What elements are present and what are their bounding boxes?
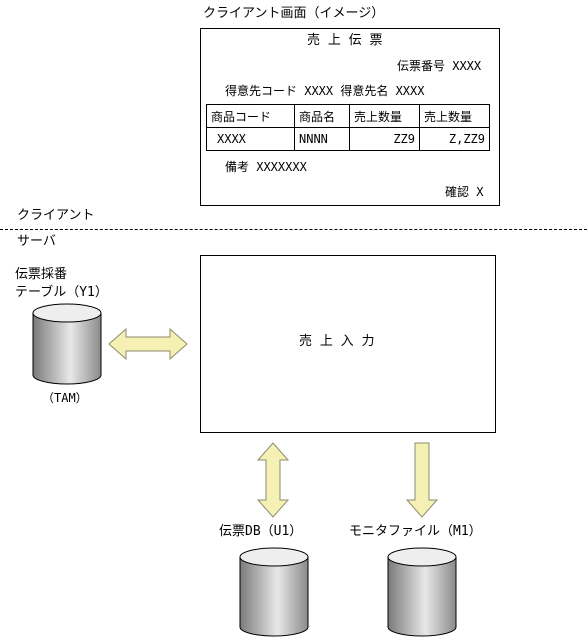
process-label: 売 上 入 力: [299, 334, 375, 349]
slip-db-exchange-arrow-icon: [256, 442, 290, 518]
sales-table-row: XXXX NNNN ZZ9 Z,ZZ9: [206, 127, 490, 151]
header-product-code: 商品コード: [206, 104, 295, 128]
numbering-table-label-line2: テーブル（Y1）: [15, 285, 108, 300]
confirm: 確認 X: [445, 185, 484, 199]
sales-table: 商品コード 商品名 売上数量 売上数量 XXXX NNNN ZZ9 Z,ZZ9: [206, 104, 490, 151]
client-server-divider: [0, 229, 587, 230]
header-sales-qty-2: 売上数量: [419, 104, 490, 128]
monitor-file-label: モニタファイル（M1）: [349, 524, 482, 539]
cell-product-name: NNNN: [294, 127, 350, 151]
numbering-exchange-arrow-icon: [108, 327, 188, 361]
client-screen-frame: 売 上 伝 票 伝票番号 XXXX 得意先コード XXXX 得意先名 XXXX …: [200, 28, 500, 206]
sales-table-header-row: 商品コード 商品名 売上数量 売上数量: [206, 104, 490, 128]
numbering-table-label-line1: 伝票採番: [15, 267, 68, 282]
customer-line: 得意先コード XXXX 得意先名 XXXX: [225, 84, 425, 98]
monitor-output-arrow-icon: [405, 442, 439, 518]
remarks: 備考 XXXXXXX: [225, 160, 307, 174]
slip-title: 売 上 伝 票: [307, 33, 383, 48]
cell-product-code: XXXX: [206, 127, 295, 151]
monitor-file-cylinder-icon: [387, 547, 457, 637]
slip-number: 伝票番号 XXXX: [397, 59, 482, 73]
server-label: サーバ: [17, 234, 56, 249]
header-sales-qty-1: 売上数量: [349, 104, 420, 128]
numbering-table-cylinder-icon: [32, 303, 102, 385]
client-screen-caption: クライアント画面（イメージ）: [203, 6, 385, 21]
numbering-table-sublabel: （TAM）: [42, 391, 88, 405]
slip-db-label: 伝票DB（U1）: [219, 524, 303, 539]
slip-db-cylinder-icon: [239, 547, 309, 637]
client-label: クライアント: [17, 208, 95, 223]
cell-sales-qty-2: Z,ZZ9: [419, 127, 490, 151]
sales-input-process: 売 上 入 力: [200, 255, 496, 433]
